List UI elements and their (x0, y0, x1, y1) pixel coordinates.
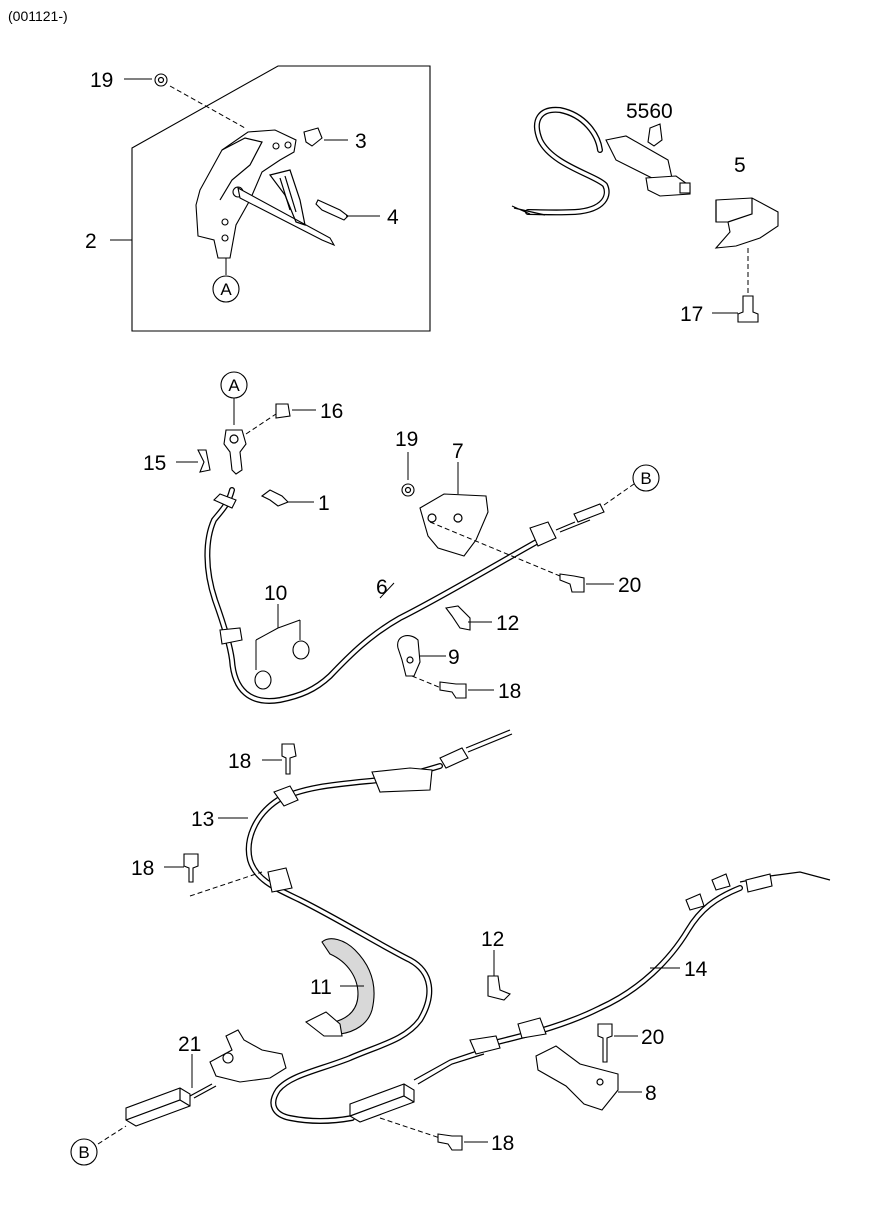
callout-2: 2 (85, 230, 97, 253)
lever-grip-part-4 (315, 199, 349, 221)
callout-21: 21 (178, 1033, 201, 1056)
clip-part-15 (197, 449, 211, 473)
callout-12-middle: 12 (496, 612, 519, 635)
cable-eye-end (223, 429, 247, 475)
lever-assembly-group (110, 65, 431, 332)
bolt-part-16 (275, 403, 291, 419)
callout-17: 17 (680, 303, 703, 326)
clip-part-3 (303, 127, 323, 147)
bolt-part-20-lower (597, 1023, 613, 1063)
callout-3: 3 (355, 130, 367, 153)
callout-18-upper: 18 (228, 750, 251, 773)
callout-20-middle: 20 (618, 574, 641, 597)
handle-assembly-group (511, 106, 779, 323)
lever-handle-part-5 (714, 197, 779, 249)
rear-cable-bracket-13 (371, 767, 433, 793)
marker-a-top-label: A (220, 280, 232, 299)
callout-7: 7 (452, 440, 464, 463)
callout-19-middle: 19 (395, 428, 418, 451)
callout-18-bottom: 18 (491, 1132, 514, 1155)
bolt-part-18-left (183, 853, 199, 883)
handle-cable-housing (605, 135, 673, 183)
heat-shield-part-11 (321, 938, 375, 1035)
bolt-part-18-bottom (437, 1133, 463, 1151)
grommet-part-10b (292, 640, 310, 660)
callout-6: 6 (376, 576, 388, 599)
reference-marker-a-top (212, 275, 240, 303)
lever-assembly-outline (131, 65, 431, 332)
clip-part-1 (260, 489, 289, 507)
clamp-part-9 (397, 635, 421, 677)
callout-16: 16 (320, 400, 343, 423)
screw-part-17 (737, 295, 759, 323)
reference-marker-b-bottom (70, 1138, 98, 1166)
callout-5: 5 (734, 154, 746, 177)
bolt-part-20-middle (559, 573, 585, 593)
callout-5560: 5560 (626, 100, 673, 123)
callout-8: 8 (645, 1082, 657, 1105)
callout-13: 13 (191, 808, 214, 831)
equalizer-part-21 (209, 1029, 287, 1083)
ratchet-arm (237, 186, 336, 247)
callout-18-middle: 18 (498, 680, 521, 703)
callout-9: 9 (448, 646, 460, 669)
callout-4: 4 (387, 206, 399, 229)
callout-20-lower: 20 (641, 1026, 664, 1049)
front-cable-part-6 (204, 487, 543, 704)
marker-b-bottom-label: B (78, 1143, 89, 1162)
callout-19-top: 19 (90, 69, 113, 92)
bolt-part-18-upper (281, 743, 297, 775)
rear-cable-group (70, 729, 831, 1166)
bracket-part-8 (535, 1045, 619, 1111)
callout-1: 1 (318, 492, 330, 515)
nut-part-19-top (154, 73, 168, 87)
label-tag-part-5560 (647, 123, 663, 147)
grommet-part-10a (254, 670, 272, 690)
bolt-part-18-middle (439, 681, 467, 699)
marker-b-middle-label: B (640, 469, 651, 488)
nut-part-19-middle (401, 483, 415, 497)
front-cable-group (176, 371, 660, 704)
reference-marker-b-middle (632, 464, 660, 492)
clip-part-12-lower (487, 975, 511, 1001)
callout-14: 14 (684, 958, 708, 981)
callout-10: 10 (264, 582, 287, 605)
clip-part-12-middle (445, 605, 471, 631)
marker-a-middle-label: A (228, 376, 240, 395)
callout-11: 11 (310, 976, 332, 999)
callout-15: 15 (143, 452, 166, 475)
bracket-part-7 (419, 493, 489, 557)
callout-12-lower: 12 (481, 928, 504, 951)
callout-18-left: 18 (131, 857, 154, 880)
diagram-serial-code: (001121-) (8, 8, 68, 24)
